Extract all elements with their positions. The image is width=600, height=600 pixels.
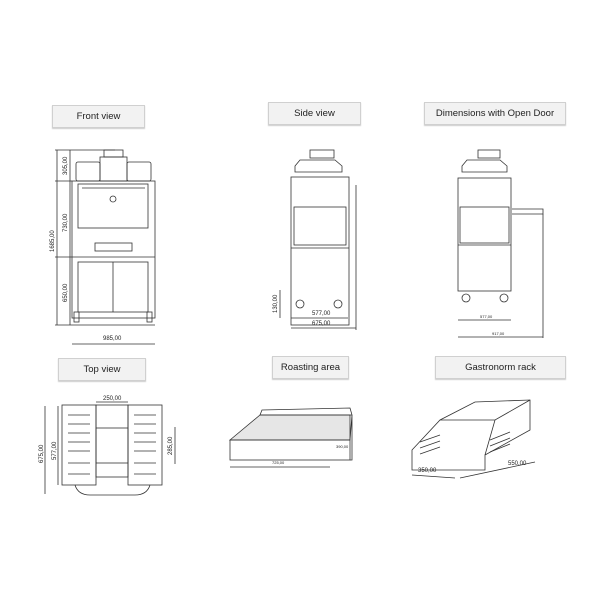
dim-side-depth: 675,00 (312, 321, 331, 327)
dim-front-total: 1685,00 (50, 230, 56, 252)
dim-top-grill: 285,00 (168, 436, 174, 455)
top-view-label: Top view (58, 358, 146, 381)
dim-top-depth: 675,00 (39, 444, 45, 463)
gastronorm-rack-drawing: 350,00 550,00 (411, 399, 536, 479)
dim-open-inner: 577,00 (480, 314, 493, 319)
dim-open-total: 917,00 (492, 331, 505, 336)
dim-top-inner: 577,00 (52, 441, 58, 460)
open-door-label: Dimensions with Open Door (424, 102, 566, 125)
dim-side-wheel: 130,00 (273, 294, 279, 313)
dim-front-top: 305,00 (63, 156, 69, 175)
front-view-label: Front view (52, 105, 145, 128)
top-view-drawing: 250,00 675,00 577,00 285,00 (39, 396, 176, 496)
dim-gastronorm-width: 550,00 (508, 461, 527, 467)
front-view-drawing: 305,00 730,00 1685,00 650,00 985,00 (50, 149, 156, 345)
dim-top-chimney: 250,00 (103, 396, 122, 402)
side-view-drawing: 130,00 577,00 675,00 (273, 149, 357, 330)
open-door-drawing: 577,00 917,00 (457, 149, 544, 338)
side-view-label: Side view (268, 102, 361, 125)
dim-side-inner: 577,00 (312, 311, 331, 317)
dim-roasting-width: 725,00 (272, 460, 285, 465)
dim-front-width: 985,00 (103, 336, 122, 342)
dim-front-middle: 730,00 (63, 213, 69, 232)
roasting-area-drawing: 725,00 390,00 (228, 407, 353, 468)
dim-gastronorm-depth: 350,00 (418, 468, 437, 474)
gastronorm-rack-label: Gastronorm rack (435, 356, 566, 379)
dim-front-bottom: 650,00 (63, 283, 69, 302)
roasting-area-label: Roasting area (272, 356, 349, 379)
dim-roasting-depth: 390,00 (336, 444, 349, 449)
